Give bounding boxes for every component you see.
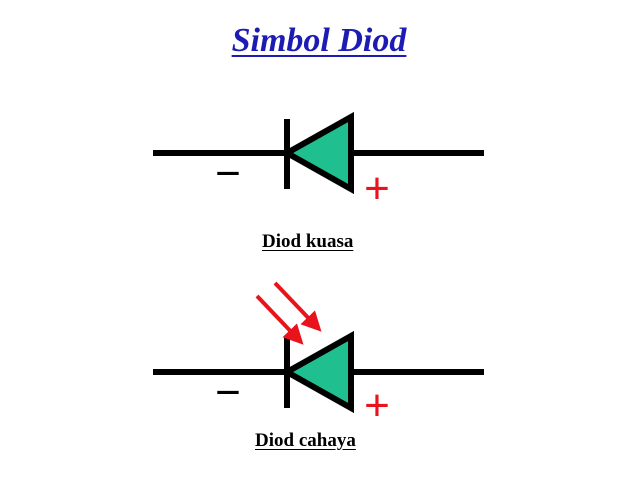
light-diode-minus-sign: − (215, 368, 241, 417)
light-diode-triangle (280, 330, 354, 414)
light-diode-plus-sign: + (364, 381, 390, 430)
light-diode-caption: Diod cahaya (255, 430, 356, 451)
slide-title: Simbol Diod (231, 22, 407, 59)
light-ray-arrow-icon (255, 294, 304, 345)
power-diode-caption: Diod kuasa (262, 231, 354, 252)
power-diode-minus-sign: − (215, 149, 241, 198)
light-diode-symbol: − + (153, 281, 484, 430)
power-diode-symbol: − + (153, 111, 484, 213)
power-diode-triangle (280, 111, 354, 195)
light-ray-arrow-icon (273, 281, 322, 332)
power-diode-plus-sign: + (364, 164, 390, 213)
